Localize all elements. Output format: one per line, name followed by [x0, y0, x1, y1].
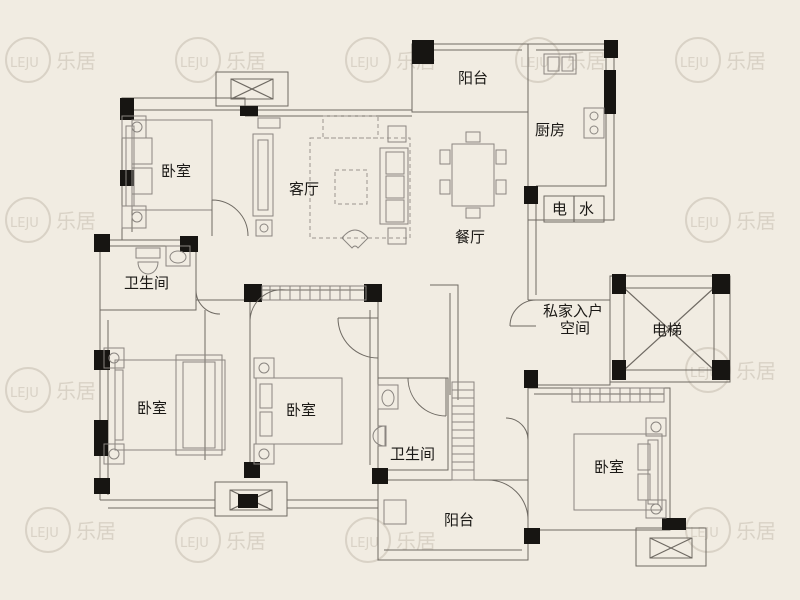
svg-text:乐居: 乐居 — [736, 519, 776, 543]
svg-text:乐居: 乐居 — [226, 49, 266, 73]
svg-text:乐居: 乐居 — [56, 49, 96, 73]
watermark-layer: LEJU 乐居 LEJU 乐居 LEJU 乐居 LEJU 乐居 LEJU 乐居 … — [5, 37, 776, 563]
label-bathroom-left: 卫生间 — [124, 274, 169, 292]
furniture — [103, 53, 667, 525]
watermark: LEJU 乐居 — [5, 197, 96, 243]
svg-text:乐居: 乐居 — [736, 359, 776, 383]
svg-text:LEJU: LEJU — [10, 386, 39, 401]
svg-text:LEJU: LEJU — [690, 526, 719, 541]
watermark: LEJU 乐居 — [675, 37, 766, 83]
watermark: LEJU 乐居 — [685, 347, 776, 393]
svg-text:LEJU: LEJU — [180, 536, 209, 551]
label-bedroom-top-left: 卧室 — [161, 162, 191, 180]
svg-text:乐居: 乐居 — [566, 49, 606, 73]
svg-text:乐居: 乐居 — [396, 529, 436, 553]
svg-text:LEJU: LEJU — [30, 526, 59, 541]
label-bedroom-bottom-left: 卧室 — [137, 399, 167, 417]
svg-text:乐居: 乐居 — [726, 49, 766, 73]
svg-text:LEJU: LEJU — [10, 56, 39, 71]
label-utility-water: 水 — [579, 200, 594, 218]
watermark: LEJU 乐居 — [25, 507, 116, 553]
label-bedroom-middle: 卧室 — [286, 401, 316, 419]
svg-text:乐居: 乐居 — [56, 379, 96, 403]
watermark: LEJU 乐居 — [515, 37, 606, 83]
label-bedroom-right: 卧室 — [594, 458, 624, 476]
svg-text:LEJU: LEJU — [180, 56, 209, 71]
doors — [195, 199, 537, 521]
label-elevator: 电梯 — [652, 321, 682, 339]
label-kitchen: 厨房 — [535, 121, 565, 139]
svg-text:LEJU: LEJU — [350, 56, 379, 71]
svg-text:LEJU: LEJU — [680, 56, 709, 71]
svg-text:LEJU: LEJU — [350, 536, 379, 551]
watermark: LEJU 乐居 — [345, 517, 436, 563]
watermark: LEJU 乐居 — [685, 197, 776, 243]
svg-text:乐居: 乐居 — [226, 529, 266, 553]
svg-text:乐居: 乐居 — [56, 209, 96, 233]
label-living-room: 客厅 — [289, 180, 319, 198]
svg-text:乐居: 乐居 — [736, 209, 776, 233]
watermark: LEJU 乐居 — [175, 517, 266, 563]
svg-text:LEJU: LEJU — [10, 216, 39, 231]
svg-text:乐居: 乐居 — [76, 519, 116, 543]
room-labels: 阳台 厨房 卧室 客厅 餐厅 电 水 卫生间 私家入户 空间 电梯 卧室 卧室 … — [124, 69, 682, 529]
watermark: LEJU 乐居 — [5, 37, 96, 83]
label-balcony-top: 阳台 — [458, 69, 488, 87]
label-dining-room: 餐厅 — [455, 228, 485, 246]
label-bathroom-middle: 卫生间 — [390, 445, 435, 463]
label-private-entry-space: 空间 — [560, 319, 590, 337]
watermark: LEJU 乐居 — [175, 37, 266, 83]
watermark: LEJU 乐居 — [5, 367, 96, 413]
label-utility: 电 — [552, 200, 567, 218]
svg-text:LEJU: LEJU — [520, 56, 549, 71]
label-private-entry: 私家入户 — [543, 302, 603, 320]
walls — [99, 43, 731, 567]
label-balcony-bottom: 阳台 — [444, 511, 474, 529]
svg-text:LEJU: LEJU — [690, 216, 719, 231]
watermark: LEJU 乐居 — [685, 507, 776, 553]
